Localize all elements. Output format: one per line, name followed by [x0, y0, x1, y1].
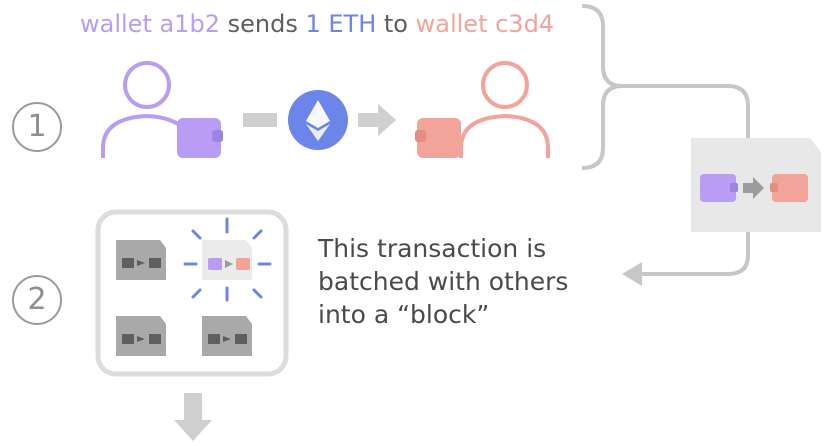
- block-tx-3: [116, 316, 166, 356]
- arrow-to-receiver-icon: [358, 104, 396, 136]
- sender-wallet-label: wallet a1b2: [80, 10, 220, 38]
- grouping-brace: [581, 4, 623, 170]
- transaction-document-icon: [691, 138, 821, 232]
- down-arrow-icon: [174, 393, 212, 441]
- connector-bar: [243, 113, 277, 127]
- to-label: to: [383, 10, 408, 38]
- transaction-headline: wallet a1b2 sends 1 ETH to wallet c3d4: [80, 10, 554, 38]
- connector-line: [622, 84, 750, 142]
- block-tx-highlighted: [183, 217, 272, 302]
- step-1-number: 1: [12, 102, 62, 152]
- sender-wallet-icon: [177, 118, 223, 158]
- ethereum-icon: [288, 90, 348, 150]
- caption-line-2: batched with others: [318, 267, 569, 296]
- amount-label: 1 ETH: [305, 10, 377, 38]
- sends-label: sends: [227, 10, 298, 38]
- receiver-wallet-label: wallet c3d4: [415, 10, 555, 38]
- sender-person-icon: [101, 61, 192, 158]
- caption-line-3: into a “block”: [318, 300, 490, 329]
- step-2-number: 2: [12, 275, 62, 325]
- block-tx-4: [202, 316, 252, 356]
- return-arrow-icon: [622, 232, 750, 286]
- receiver-wallet-icon: [415, 118, 461, 158]
- block-caption: This transaction is batched with others …: [318, 232, 618, 331]
- block-tx-1: [116, 240, 166, 280]
- receiver-person-icon: [459, 61, 550, 158]
- caption-line-1: This transaction is: [318, 234, 547, 263]
- block-container-icon: [95, 209, 289, 377]
